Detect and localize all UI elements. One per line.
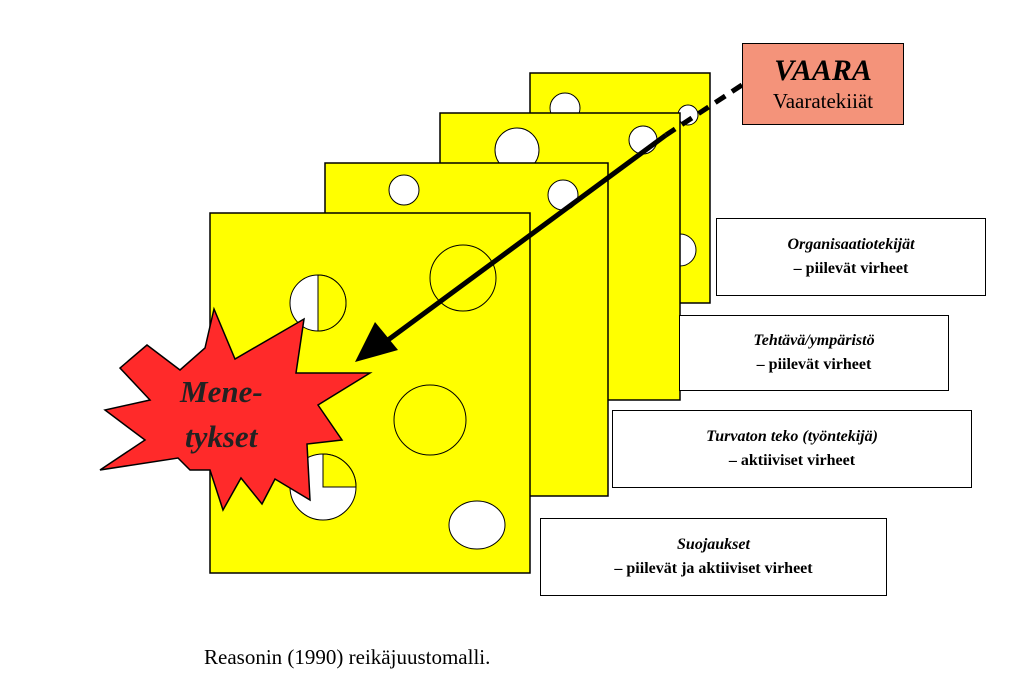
layer-subtitle: – piilevät virheet: [793, 260, 909, 277]
figure-caption: Reasonin (1990) reikäjuustomalli.: [204, 645, 491, 669]
accident-label-line1: Mene-: [179, 374, 263, 409]
layer-subtitle: – piilevät virheet: [756, 356, 872, 373]
hazard-trajectory-arrow: [386, 132, 668, 343]
accident-label-line2: tykset: [185, 419, 259, 454]
layer-label-organisation: Organisaatiotekijät – piilevät virheet: [716, 218, 986, 296]
layer-title: Organisaatiotekijät: [787, 236, 915, 253]
layer-label-task: Tehtävä/ympäristö – piilevät virheet: [679, 315, 949, 391]
layer-title: Turvaton teko (työntekijä): [706, 428, 878, 445]
hazard-trajectory-dashed: [664, 82, 744, 138]
layer-label-unsafe-act: Turvaton teko (työntekijä) – aktiiviset …: [612, 410, 972, 488]
accident-burst-icon: [99, 306, 373, 512]
layer-subtitle: – aktiiviset virheet: [728, 452, 856, 469]
arrow-head-icon: [355, 322, 398, 362]
layer-title: Suojaukset: [677, 536, 750, 553]
hazard-title: VAARA: [774, 54, 872, 87]
layer-subtitle: – piilevät ja aktiiviset virheet: [614, 560, 813, 577]
hazard-subtitle: Vaaratekiiät: [772, 89, 874, 113]
layer-title: Tehtävä/ympäristö: [753, 332, 875, 349]
layer-label-defences: Suojaukset – piilevät ja aktiiviset virh…: [540, 518, 887, 596]
hazard-box: VAARA Vaaratekiiät: [742, 43, 904, 125]
